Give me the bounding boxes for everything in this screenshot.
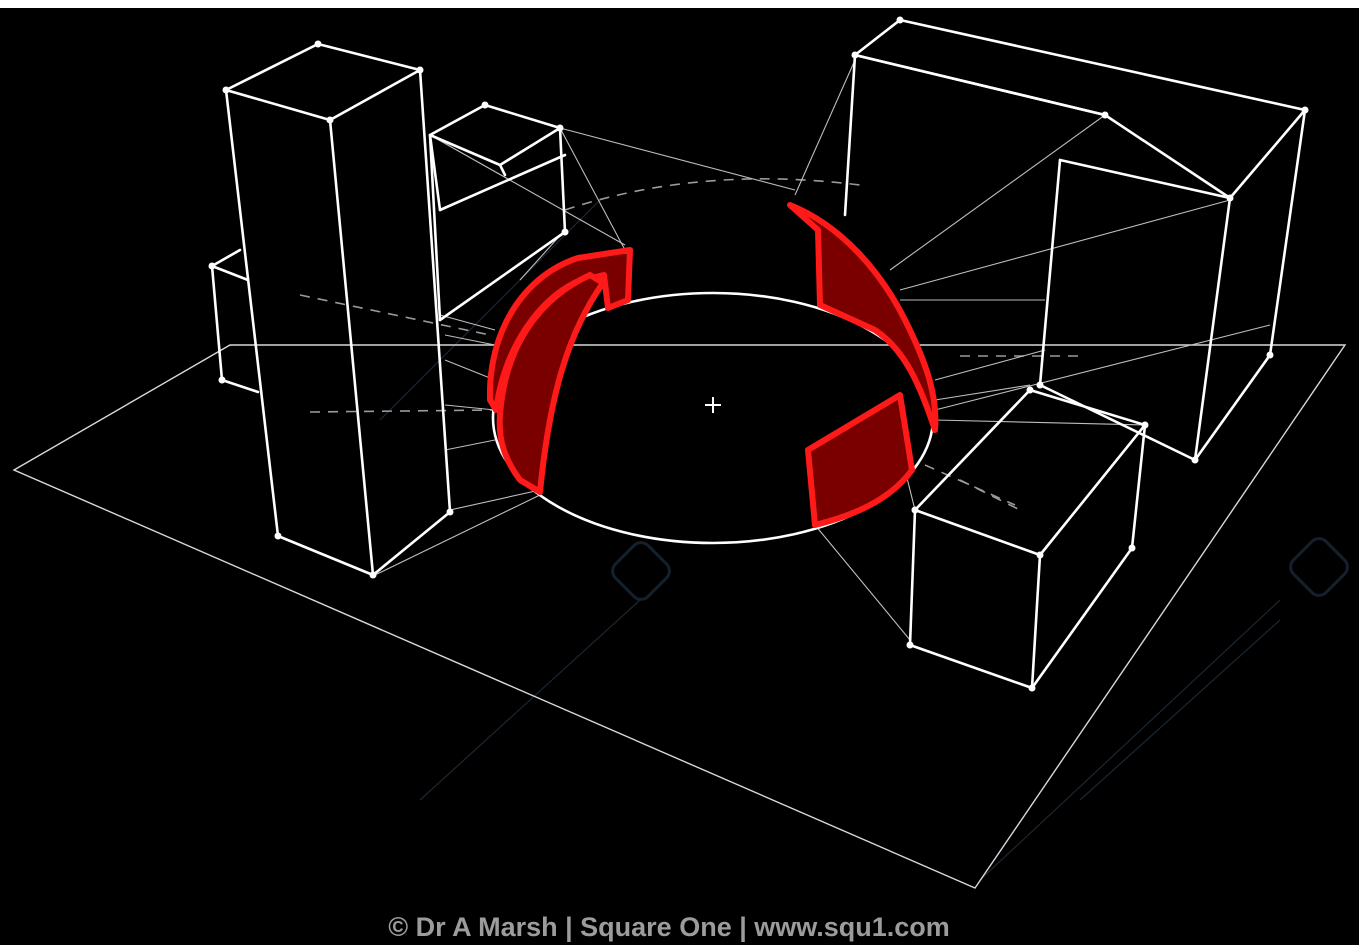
shading-patch-right-upper (787, 202, 939, 433)
watermark-lines (379, 199, 1281, 881)
large-right-block (843, 18, 1307, 462)
vertex-dots (208, 16, 1309, 692)
shading-patch-right-lower (805, 392, 915, 528)
shading-patch-left-inner (496, 272, 606, 495)
tall-tower (224, 42, 452, 577)
ground-plane (12, 344, 1347, 889)
center-marker-icon (705, 397, 721, 413)
diagram-background (0, 8, 1359, 945)
shading-patches (486, 202, 939, 528)
watermark-logo-icon (611, 537, 1349, 601)
projection-rays (374, 59, 1271, 641)
credit-text: © Dr A Marsh | Square One | www.squ1.com (388, 912, 950, 942)
